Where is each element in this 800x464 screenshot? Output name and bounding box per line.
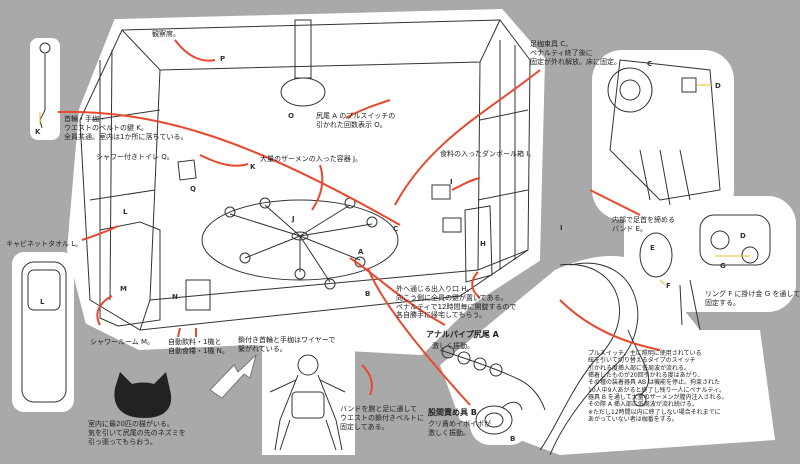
letter-f: F (666, 282, 671, 290)
label-crotch-item: 股間責め具 B (428, 408, 477, 417)
label-crotch-sub: クリ責めイボイボが 激しく振動。 (428, 420, 491, 437)
letter-e: E (650, 244, 655, 252)
label-food-box: 食料の入ったダンボール箱 I。 (440, 150, 536, 158)
letter-d-top: D (715, 82, 721, 90)
letter-i1: I (450, 178, 453, 186)
letter-d-lower: D (740, 232, 746, 240)
figure-cutout (262, 345, 355, 455)
label-cat-hole: 室内に最20匹の猫がいる。 気を引いて尻尾の先のネズミを 引っ張ってもらおう。 (88, 420, 186, 446)
letter-h: H (480, 240, 486, 248)
letter-g: G (720, 262, 726, 270)
label-exit: 外へ通じる出入り口 H。 向こう側に全員の鍵が置いてある。 ペナルティで12時間… (396, 285, 517, 320)
figure-drawing (269, 354, 346, 451)
room-cutout (66, 8, 546, 356)
callout-arrows (57, 39, 661, 406)
label-anal-pipe: アナルパイプ尻尾 A (426, 330, 499, 339)
letter-j: J (292, 215, 295, 223)
label-foot-restraint: 足枷束具 C。 ペナルティ終了後に 固定が外れ解放。床に固定。 (530, 40, 621, 66)
label-pull-switch: プルスイッチ。主に照明に使用されている 紐を引いて切り替えるタイプのスイッチ 引… (588, 350, 728, 423)
towel-cutout (12, 252, 74, 412)
letter-q: Q (190, 185, 196, 193)
letter-n: N (172, 293, 178, 301)
hollow-arrow-icon (209, 353, 257, 399)
cat-icon (114, 372, 172, 418)
label-band-waist: バンドを腕と足に通して ウエストの鎖付きベルトに 固定してある。 (340, 405, 424, 431)
letter-p: P (220, 55, 226, 63)
label-inner-band: 内部で足首を締める バンド E。 (612, 216, 675, 233)
letter-i2: I (560, 224, 563, 232)
label-cabinet-towel: キャビネットタオル L。 (6, 240, 83, 248)
key-drawing (39, 42, 51, 129)
letter-o: O (288, 112, 294, 120)
label-anal-pipe-sub: 激しく振動。 (432, 342, 474, 350)
towel-drawing (21, 261, 67, 403)
leader-lines (39, 84, 750, 286)
label-vending: 自動飲料・1機と 自動食糧・1機 N。 (168, 338, 229, 355)
letter-c-right: C (647, 60, 653, 68)
letter-a: A (358, 248, 364, 256)
label-shower-room: シャワールーム M。 (90, 338, 155, 346)
label-tail-pull: 尻尾 A のプルスイッチの 引かれた回数表示 O。 (316, 112, 396, 129)
tail-drawing (439, 262, 649, 456)
label-restraint-key: 首輪・手枷・ ウエストのベルトの鍵 K。 全員共通。室内は1か所に落ちている。 (64, 115, 188, 141)
letter-b: B (365, 290, 371, 298)
crotch-item-drawing (475, 401, 523, 435)
label-ring: リング F に掛け金 G を通して 固定する。 (705, 290, 800, 307)
inner-band-drawing (639, 214, 771, 331)
letter-l-room: L (123, 208, 128, 216)
room-drawing (79, 19, 531, 331)
foot-cutout (592, 50, 734, 220)
label-wire: 鎖付き首輪と手枷はワイヤーで 繋がれている。 (238, 336, 336, 353)
letter-k-left: K (35, 128, 41, 136)
foot-restraint-drawing (607, 59, 721, 206)
letter-k-mid: K (250, 163, 256, 171)
inner-cutout (624, 196, 796, 312)
label-semen-tank: 大量のザーメンの入った容器 J。 (260, 155, 363, 163)
label-toilet: シャワー付きトイレ Q。 (96, 153, 174, 161)
letter-b-bottom: B (510, 435, 516, 443)
letter-m: M (120, 285, 127, 293)
letter-l-left: L (40, 298, 45, 306)
label-observation: 観察席。 (152, 30, 180, 38)
letter-c-mid: C (393, 225, 399, 233)
